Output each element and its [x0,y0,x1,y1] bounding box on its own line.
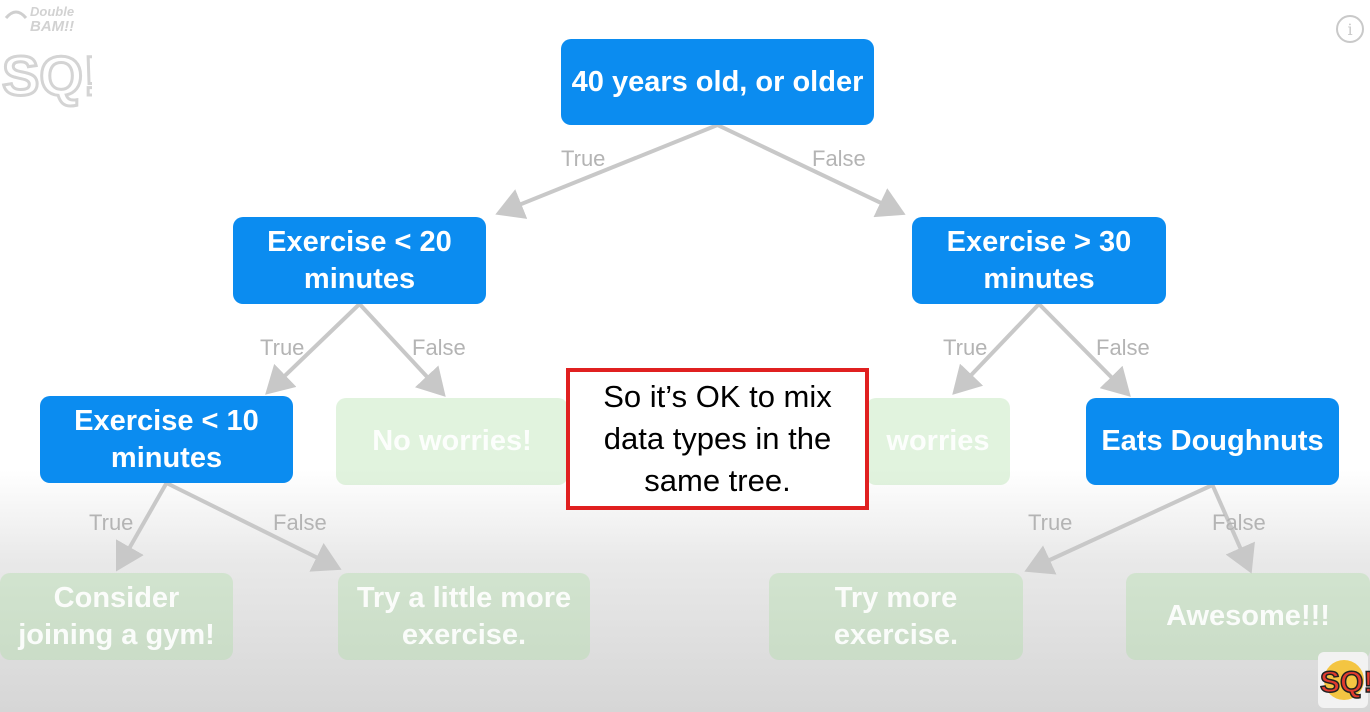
node-doughnuts: Eats Doughnuts [1086,398,1339,485]
edge-ex10-to-gym [115,482,169,572]
node-noworries2: worries [866,398,1010,485]
edge-label-ex10-to-littlemore: False [273,510,327,535]
node-gym: Consider joining a gym! [0,573,233,660]
edge-label-ex20-to-ex10: True [260,335,305,360]
edge-doughnuts-to-trymore [1024,483,1214,575]
edge-label-ex30-to-doughnuts: False [1096,335,1150,360]
node-ex10: Exercise < 10 minutes [40,396,293,483]
statquest-logo: SQ! [1318,652,1370,708]
edge-ex30-to-doughnuts [1037,302,1131,397]
edge-label-root-to-ex30: False [812,146,866,171]
info-glyph: i [1347,19,1353,39]
edge-label-ex20-to-noworries1: False [412,335,466,360]
logo-line1: Double [30,4,74,19]
node-ex20: Exercise < 20 minutes [233,217,486,304]
edge-label-root-to-ex20: True [561,146,606,171]
edge-label-doughnuts-to-trymore: True [1028,510,1073,535]
node-awesome: Awesome!!! [1126,573,1370,660]
node-littlemore: Try a little more exercise. [338,573,590,660]
edge-root-to-ex20 [495,123,719,219]
edge-doughnuts-to-awesome [1210,484,1255,574]
edge-ex20-to-ex10 [265,302,361,395]
edge-label-doughnuts-to-awesome: False [1212,510,1266,535]
edge-ex30-to-noworries2 [952,302,1041,395]
edge-ex20-to-noworries1 [358,302,446,397]
node-trymore: Try more exercise. [769,573,1023,660]
callout-box: So it’s OK to mix data types in the same… [566,368,869,510]
double-bam-logo: Double BAM!! SQ! [1,4,93,109]
node-root: 40 years old, or older [561,39,874,125]
callout-text: So it’s OK to mix data types in the same… [603,379,832,498]
node-noworries1: No worries! [336,398,568,485]
statquest-mark: SQ! [1320,666,1370,699]
edge-root-to-ex30 [716,123,906,218]
edge-label-ex30-to-noworries2: True [943,335,988,360]
edge-label-ex10-to-gym: True [89,510,134,535]
logo-mark: SQ! [2,44,92,107]
edge-ex10-to-littlemore [165,481,342,572]
info-icon[interactable]: i [1336,15,1364,43]
logo-line2: BAM!! [30,18,74,35]
node-ex30: Exercise > 30 minutes [912,217,1166,304]
